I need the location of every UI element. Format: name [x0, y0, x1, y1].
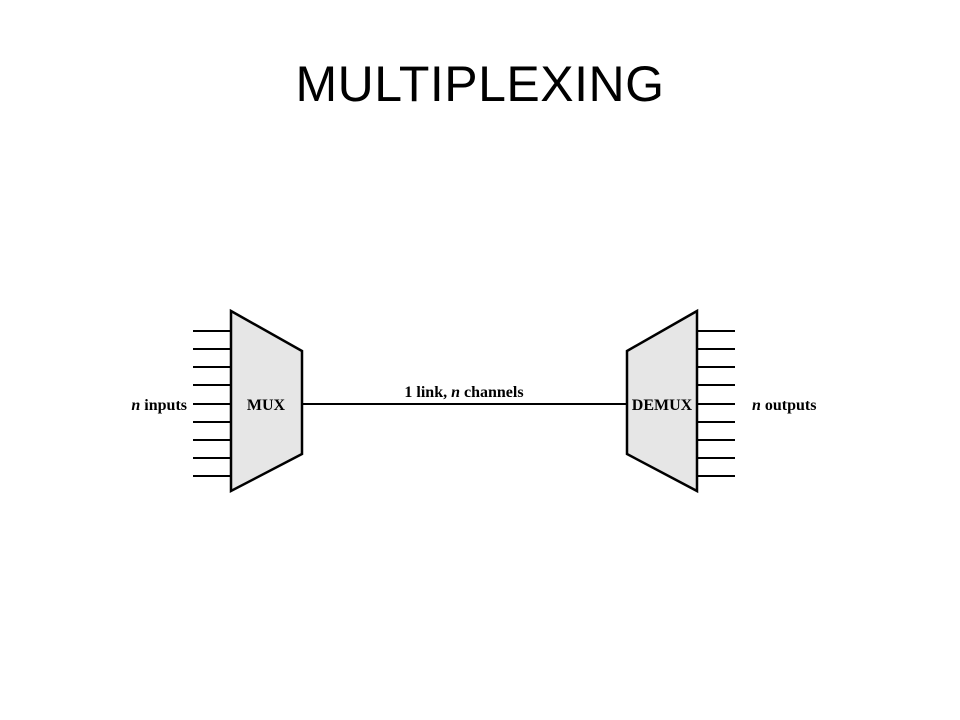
inputs-label-var: n	[131, 397, 140, 414]
demux-block	[625, 308, 699, 494]
outputs-label: n outputs	[752, 397, 816, 414]
inputs-label-text: inputs	[140, 397, 187, 414]
outputs-label-var: n	[752, 397, 761, 414]
mux-label: MUX	[247, 397, 286, 414]
outputs-label-text: outputs	[761, 397, 817, 414]
slide-title: MULTIPLEXING	[295, 56, 665, 112]
link-label-prefix: 1 link,	[404, 384, 451, 401]
link-label-var: n	[451, 384, 460, 401]
inputs-label: n inputs	[131, 397, 187, 414]
demux-label: DEMUX	[632, 397, 693, 414]
input-lines	[193, 330, 231, 477]
link-label: 1 link, n channels	[404, 384, 523, 401]
mux-block	[229, 308, 304, 494]
output-lines	[697, 330, 735, 477]
link-label-suffix: channels	[460, 384, 524, 401]
